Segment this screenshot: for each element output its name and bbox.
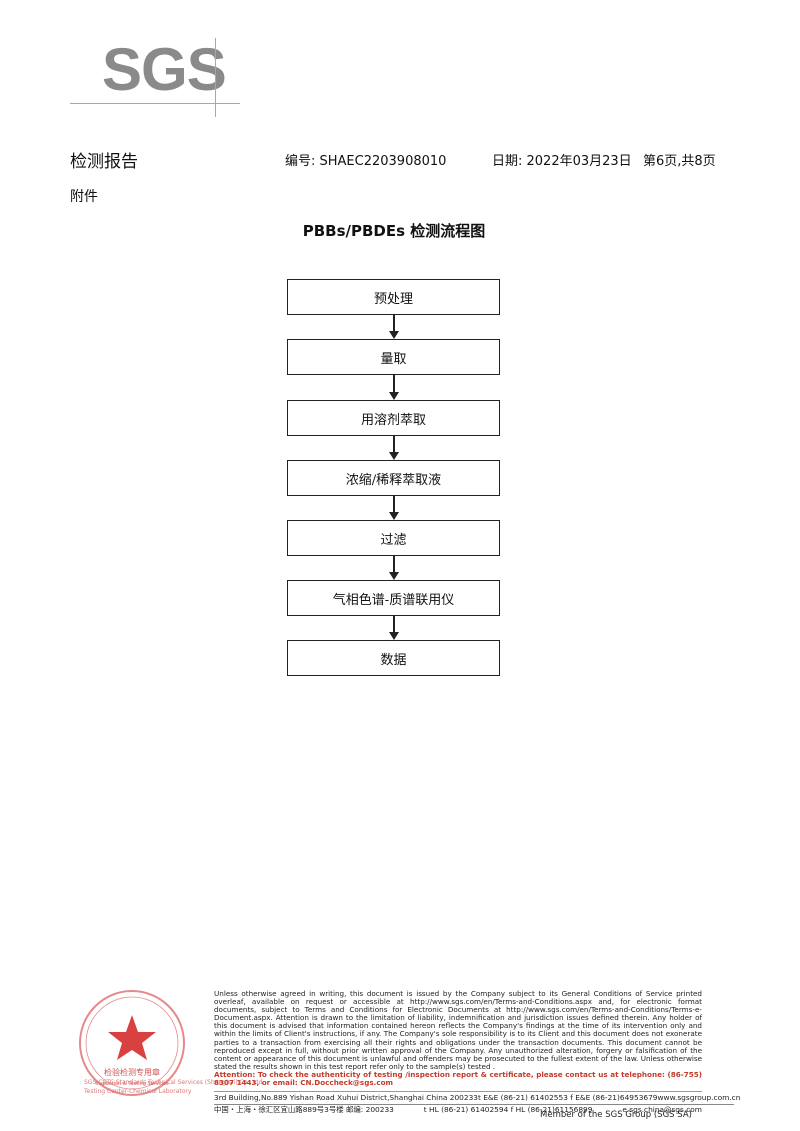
flow-arrowhead bbox=[389, 632, 399, 640]
phone-ee: t E&E (86-21) 61402553 f E&E (86-21)6495… bbox=[477, 1093, 658, 1103]
flow-arrow bbox=[393, 616, 395, 632]
flow-arrow bbox=[393, 496, 395, 512]
company-caption: SGS-CSTC Standards Technical Services (S… bbox=[84, 1078, 264, 1096]
phone-hl: t HL (86-21) 61402594 f HL (86-21)611568… bbox=[423, 1105, 593, 1115]
flow-arrow bbox=[393, 436, 395, 452]
inspection-seal: 检验检测专用章 Inspection & Testing Services bbox=[79, 990, 185, 1096]
flow-step-filter: 过滤 bbox=[287, 520, 500, 556]
website: www.sgsgroup.com.cn bbox=[657, 1093, 741, 1103]
company-name: SGS-CSTC Standards Technical Services (S… bbox=[84, 1079, 265, 1086]
seal-subtext: Inspection & Testing Services bbox=[95, 1081, 169, 1087]
email: e sgs.china@sgs.com bbox=[622, 1105, 702, 1115]
flow-step-pretreatment: 预处理 bbox=[287, 279, 500, 315]
flow-arrow bbox=[393, 315, 395, 331]
logo-rule-horizontal bbox=[70, 103, 240, 104]
flow-arrowhead bbox=[389, 331, 399, 339]
member-rule bbox=[214, 1104, 734, 1105]
flow-step-gcms: 气相色谱-质谱联用仪 bbox=[287, 580, 500, 616]
flowchart-title: PBBs/PBDEs 检测流程图 bbox=[302, 222, 486, 240]
report-number: 编号: SHAEC2203908010 bbox=[285, 154, 447, 169]
flow-step-data: 数据 bbox=[287, 640, 500, 676]
sgs-logo: SGS bbox=[102, 36, 227, 103]
flow-arrowhead bbox=[389, 392, 399, 400]
disclaimer-text: Unless otherwise agreed in writing, this… bbox=[214, 989, 702, 1071]
logo-rule-vertical bbox=[215, 38, 216, 117]
flow-arrowhead bbox=[389, 512, 399, 520]
flow-arrowhead bbox=[389, 572, 399, 580]
member-line: Member of the SGS Group (SGS SA) bbox=[540, 1110, 692, 1120]
address-en: 3rd Building,No.889 Yishan Road Xuhui Di… bbox=[214, 1093, 478, 1103]
company-lab: Testing Center-Chemical Laboratory bbox=[84, 1088, 192, 1095]
appendix-label: 附件 bbox=[70, 189, 98, 205]
flow-arrow bbox=[393, 556, 395, 572]
address-cn: 中国・上海・徐汇区宜山路889号3号楼 邮编: 200233 bbox=[214, 1105, 394, 1115]
footer-legal: Unless otherwise agreed in writing, this… bbox=[214, 989, 740, 1115]
flow-arrow bbox=[393, 375, 395, 392]
seal-text: 检验检测专用章 bbox=[104, 1067, 160, 1077]
flow-arrowhead bbox=[389, 452, 399, 460]
report-date: 日期: 2022年03月23日 bbox=[492, 154, 632, 169]
attention-text: Attention: To check the authenticity of … bbox=[214, 1069, 702, 1088]
page-number: 第6页,共8页 bbox=[643, 154, 716, 169]
flow-step-measure: 量取 bbox=[287, 339, 500, 375]
flow-step-concentrate-dilute: 浓缩/稀释萃取液 bbox=[287, 460, 500, 496]
flow-step-solvent-extraction: 用溶剂萃取 bbox=[287, 400, 500, 436]
report-title: 检测报告 bbox=[70, 152, 138, 172]
